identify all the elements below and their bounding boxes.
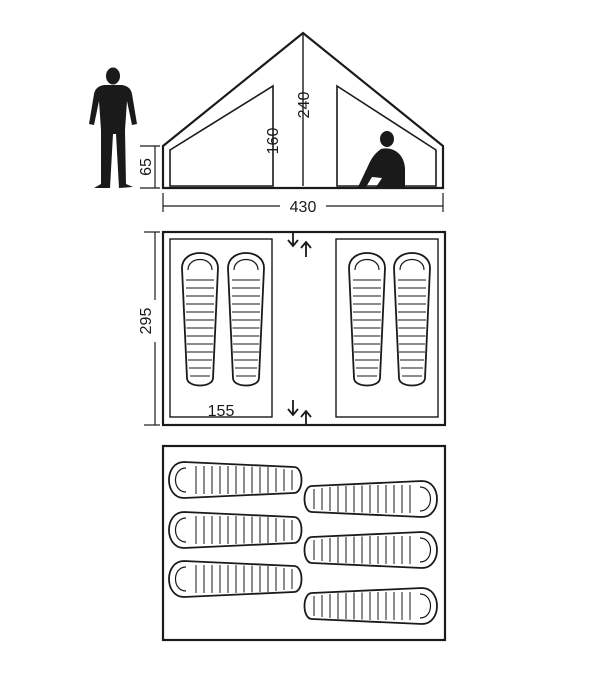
tent-inner-right bbox=[336, 84, 437, 187]
standing-person-icon bbox=[89, 67, 137, 188]
sleeping-bag bbox=[393, 252, 431, 387]
sleeping-bag bbox=[168, 560, 303, 598]
inner-compartment-right bbox=[335, 238, 439, 418]
alt-layout bbox=[161, 444, 447, 642]
wall-height-dimension: 65 bbox=[138, 145, 160, 189]
sleeping-bag bbox=[227, 252, 265, 387]
sleeping-bag bbox=[303, 587, 438, 625]
width-dimension: 430 bbox=[162, 193, 444, 216]
sleeping-bag bbox=[168, 461, 303, 499]
depth-label: 295 bbox=[138, 308, 155, 335]
sleeping-bag bbox=[303, 531, 438, 569]
inner-compartment-left bbox=[169, 238, 273, 418]
inner-height-label: 160 bbox=[265, 128, 282, 155]
tent-inner-left bbox=[169, 84, 274, 187]
sleeping-bag bbox=[168, 511, 303, 549]
side-view: 430 65 160 240 bbox=[89, 31, 445, 216]
peak-height-label: 240 bbox=[296, 92, 313, 119]
sleeping-bag bbox=[303, 480, 438, 518]
sleeping-bag bbox=[348, 252, 386, 387]
sleeping-bag bbox=[181, 252, 219, 387]
depth-dimension: 295 bbox=[138, 231, 160, 426]
floor-plan: 295 155 bbox=[138, 230, 447, 427]
sitting-person-icon bbox=[358, 131, 405, 187]
width-label: 430 bbox=[290, 199, 317, 216]
compartment-width-label: 155 bbox=[208, 403, 235, 420]
wall-height-label: 65 bbox=[138, 158, 155, 176]
